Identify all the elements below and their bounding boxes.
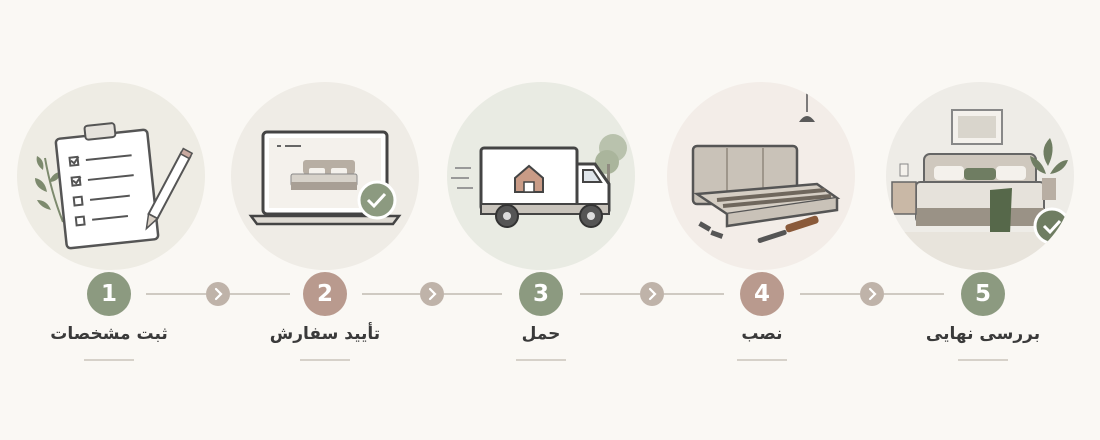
step-label-3: حمل	[521, 324, 561, 344]
connector-line	[230, 293, 290, 295]
step-number-1: 1	[87, 272, 131, 316]
step-label-1: ثبت مشخصات	[50, 324, 168, 344]
step-underline	[516, 359, 566, 361]
connector-line	[444, 293, 502, 295]
connector-line	[800, 293, 860, 295]
chevron-right-icon	[420, 282, 444, 306]
finished-bedroom-icon	[886, 109, 1074, 270]
step-number-3: 3	[519, 272, 563, 316]
step-underline	[300, 359, 350, 361]
step-1-illustration	[17, 82, 205, 270]
bed-frame-assembly-icon	[691, 90, 841, 243]
delivery-truck-icon	[451, 134, 627, 228]
connector-line	[664, 293, 724, 295]
step-label-2: تأیید سفارش	[269, 324, 381, 344]
step-5-illustration	[886, 82, 1074, 270]
connector-line	[362, 293, 420, 295]
chevron-right-icon	[206, 282, 230, 306]
step-number-5: 5	[961, 272, 1005, 316]
connector-line	[884, 293, 944, 295]
step-underline	[84, 359, 134, 361]
step-underline	[958, 359, 1008, 361]
step-label-5: بررسی نهایی	[925, 324, 1041, 344]
step-3-illustration	[447, 82, 635, 270]
connector-line	[580, 293, 640, 295]
step-number-2: 2	[303, 272, 347, 316]
chevron-right-icon	[860, 282, 884, 306]
step-4-illustration	[667, 82, 855, 270]
clipboard-checklist-icon	[35, 122, 194, 250]
laptop-bed-icon	[248, 130, 402, 226]
connector-line	[146, 293, 206, 295]
step-label-4: نصب	[741, 324, 783, 344]
chevron-right-icon	[640, 282, 664, 306]
step-number-4: 4	[740, 272, 784, 316]
step-underline	[737, 359, 787, 361]
step-2-illustration	[231, 82, 419, 270]
